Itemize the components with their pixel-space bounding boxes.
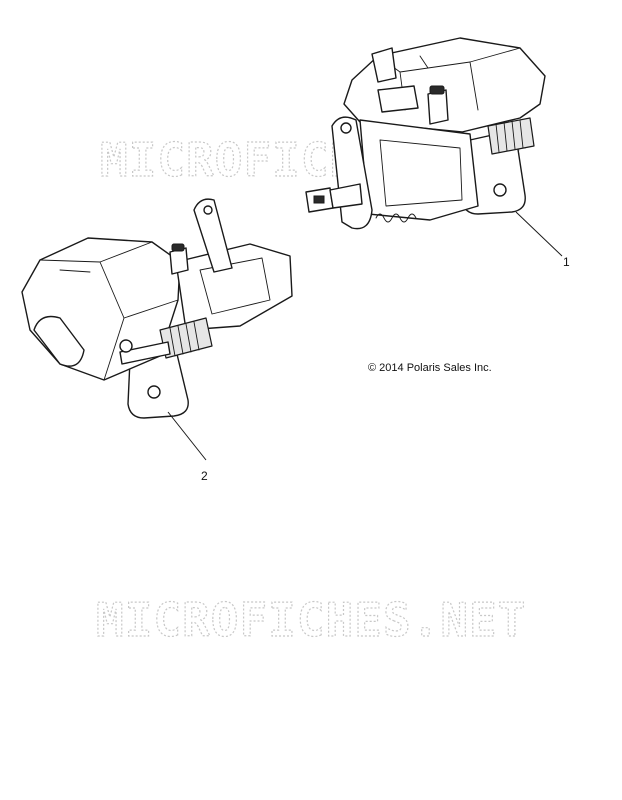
callout-2-leader (167, 411, 207, 461)
callout-1-leader (515, 211, 563, 257)
callout-2-number: 2 (201, 469, 208, 483)
caliper-1[interactable] (305, 37, 546, 230)
copyright-text: © 2014 Polaris Sales Inc. (368, 362, 492, 374)
watermark-bottom: MICROFICHES.NET (96, 593, 526, 647)
callout-1-number: 1 (563, 255, 570, 269)
caliper-2[interactable] (21, 198, 293, 419)
